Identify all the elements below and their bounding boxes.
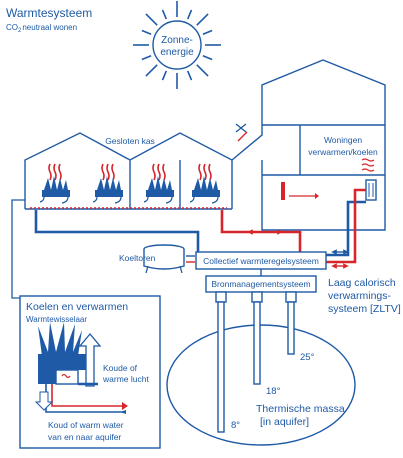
inset-water-label-line1: Koud of warm water — [48, 420, 124, 430]
aquifer-label-line1: Thermische massa — [256, 403, 345, 415]
sun-label-line1: Zonne- — [161, 35, 193, 46]
temp-8-label: 8° — [231, 420, 240, 431]
heat-exchanger-icon — [34, 322, 128, 414]
house-pipes — [326, 188, 366, 269]
wells — [215, 291, 297, 433]
source-management-label: Bronmanagementsysteem — [211, 279, 310, 289]
sun-icon — [133, 1, 221, 89]
zltv-label-line1: Laag calorisch — [328, 277, 396, 289]
sun-ray — [161, 70, 168, 81]
heat-waves-icon — [361, 158, 375, 172]
inset-air-label-line2: warme lucht — [102, 374, 149, 384]
sun-ray — [196, 13, 209, 26]
collective-control-label: Collectief warmteregelsysteem — [203, 256, 319, 266]
cooling-tower-label: Koeltoren — [119, 253, 156, 263]
greenhouse-pipes — [30, 207, 302, 253]
inset-link-line — [11, 199, 25, 299]
diagram-title: Warmtesysteem — [6, 6, 92, 20]
sun-ray — [141, 54, 152, 61]
sun-ray — [202, 29, 213, 36]
aquifer-label-line2: [in aquifer] — [260, 416, 309, 428]
diagram-subtitle: CO2neutraal wonen — [6, 23, 77, 34]
inset-water-label-line2: van en naar aquifer — [48, 432, 121, 442]
sun-ray — [186, 9, 193, 20]
cooling-tower-connection — [186, 255, 195, 263]
inset-air-label-line1: Koude of — [103, 363, 138, 373]
house-outline — [231, 59, 386, 231]
aquifer-outline — [166, 324, 356, 446]
zltv-label-line2: verwarmings- — [328, 290, 392, 302]
sun-ray — [145, 64, 158, 77]
inset-title: Koelen en verwarmen — [26, 301, 128, 313]
cooling-tower-icon — [143, 244, 185, 274]
sun-ray — [186, 70, 193, 81]
radiator-icon — [281, 179, 377, 201]
sun-ray — [196, 64, 209, 77]
inset-subtitle: Warmtewisselaar — [26, 315, 87, 324]
house-label-line1: Woningen — [324, 135, 362, 145]
sun-ray — [202, 54, 213, 61]
house-label-line2: verwarmen/koelen — [308, 147, 378, 157]
sun-ray — [145, 13, 158, 26]
sun-ray — [141, 29, 152, 36]
sun-rays — [133, 1, 221, 89]
sun-label-line2: energie — [160, 47, 194, 58]
greenhouse-plants-icon — [39, 163, 220, 204]
temp-25-label: 25° — [300, 352, 315, 363]
greenhouse-label: Gesloten kas — [105, 136, 155, 146]
zltv-label-line3: systeem [ZLTV] — [328, 303, 401, 315]
temp-18-label: 18° — [266, 386, 281, 397]
window-open-icon — [235, 123, 248, 142]
sun-ray — [161, 9, 168, 20]
